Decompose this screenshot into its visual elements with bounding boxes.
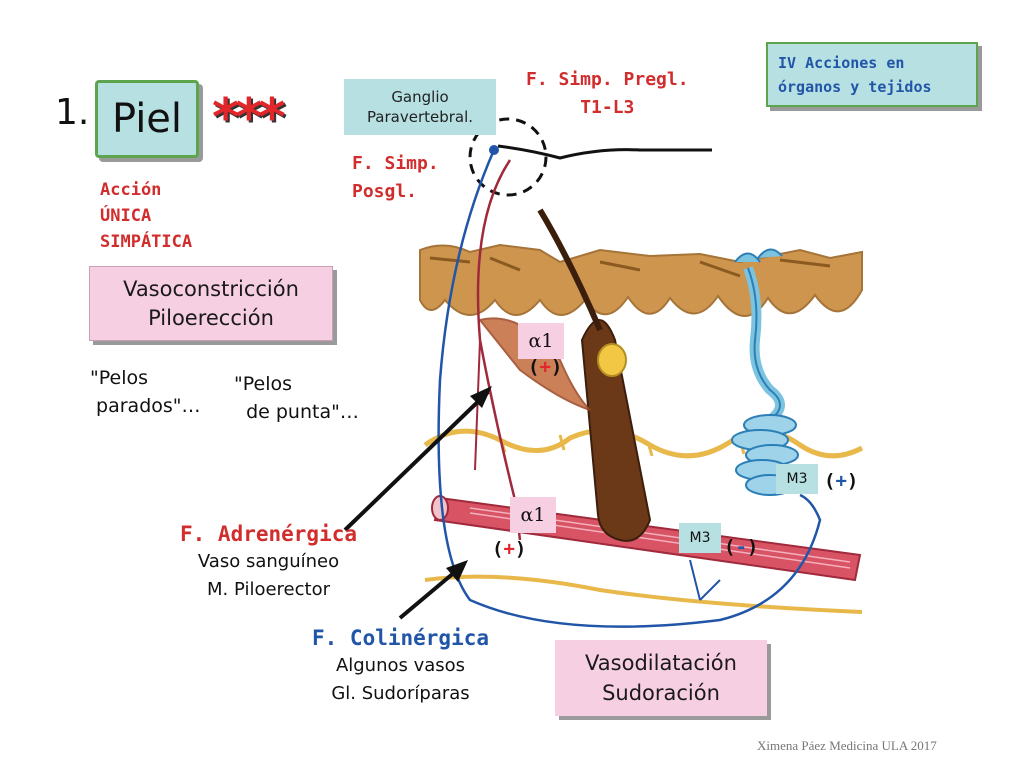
accion-line: ÚNICA bbox=[100, 206, 152, 226]
label-line: F. Simp. bbox=[352, 153, 439, 174]
m3-receptor-label: M3 bbox=[776, 464, 818, 494]
sign-plus: (+) bbox=[824, 470, 858, 492]
vasoconstriccion-box: Vasoconstricción Piloerección bbox=[89, 266, 333, 341]
epidermis-band bbox=[419, 243, 863, 317]
postganglionic-fiber-blue bbox=[437, 149, 822, 628]
pelos-parados-text: "Pelos parados"… bbox=[90, 364, 201, 420]
author-credit: Ximena Páez Medicina ULA 2017 bbox=[757, 738, 937, 753]
ganglio-line: Ganglio bbox=[391, 88, 449, 106]
box-line: Piloerección bbox=[148, 305, 274, 330]
alpha1-receptor-label: α1 bbox=[518, 323, 564, 359]
fibra-title: F. Adrenérgica bbox=[180, 522, 358, 546]
vasodilatacion-box: Vasodilatación Sudoración bbox=[555, 640, 767, 716]
accion-line: SIMPÁTICA bbox=[100, 232, 193, 252]
title-label: Piel bbox=[111, 96, 183, 142]
slide-number: 1. bbox=[55, 92, 90, 133]
sign-plus: (+) bbox=[528, 356, 562, 378]
fibra-line: Gl. Sudoríparas bbox=[331, 683, 470, 704]
fibra-line: M. Piloerector bbox=[207, 579, 330, 600]
fibra-title: F. Colinérgica bbox=[312, 626, 490, 650]
paren: ( bbox=[492, 538, 504, 560]
preganglionic-fiber bbox=[497, 144, 712, 160]
label-line: Posgl. bbox=[352, 181, 418, 202]
arrow-colinergica bbox=[398, 564, 464, 620]
section-line: órganos y tejidos bbox=[778, 77, 932, 96]
ganglio-box: Ganglio Paravertebral. bbox=[344, 79, 496, 135]
sign-minus: (-) bbox=[724, 536, 758, 558]
label-line: F. Simp. Pregl. bbox=[526, 69, 689, 90]
plus-sign: + bbox=[503, 538, 515, 560]
pelos-line: "Pelos bbox=[90, 367, 149, 389]
paren: ) bbox=[746, 536, 759, 558]
plus-sign: + bbox=[835, 470, 847, 492]
label-line: T1-L3 bbox=[580, 97, 635, 118]
ganglion-circle bbox=[468, 117, 548, 197]
section-box: IV Acciones en órganos y tejidos bbox=[766, 42, 978, 107]
fibra-line: Vaso sanguíneo bbox=[197, 551, 340, 572]
plus-sign: + bbox=[539, 356, 551, 378]
accion-line: Acción bbox=[100, 180, 162, 200]
arrow-adrenergica bbox=[343, 390, 490, 532]
m3-receptor-label: M3 bbox=[679, 523, 721, 553]
box-line: Sudoración bbox=[602, 681, 720, 705]
sign-plus: (+) bbox=[492, 538, 526, 560]
fibra-adrenergica-label: F. Adrenérgica Vaso sanguíneo M. Piloere… bbox=[180, 520, 357, 604]
pelos-line: "Pelos bbox=[234, 373, 293, 395]
minus-sign: - bbox=[735, 536, 747, 558]
title-box: Piel bbox=[95, 80, 199, 158]
fibra-line: Algunos vasos bbox=[335, 655, 466, 676]
paren: ( bbox=[528, 356, 540, 378]
section-line: IV Acciones en bbox=[778, 53, 905, 72]
paren: ( bbox=[724, 536, 736, 558]
pelos-de-punta-text: "Pelos de punta"… bbox=[234, 370, 359, 426]
paren: ( bbox=[824, 470, 836, 492]
alpha1-receptor-label: α1 bbox=[510, 497, 556, 533]
fibra-simpatica-posganglionar: F. Simp. Posgl. bbox=[352, 150, 439, 206]
fibra-colinergica-label: F. Colinérgica Algunos vasos Gl. Sudoríp… bbox=[312, 624, 489, 708]
paren: ) bbox=[550, 356, 563, 378]
box-line: Vasodilatación bbox=[585, 651, 737, 675]
fibra-simpatica-preganglionar: F. Simp. Pregl. T1-L3 bbox=[526, 66, 689, 122]
dermis-line-2 bbox=[424, 574, 863, 614]
pelos-line: parados"… bbox=[90, 395, 201, 417]
pelos-line: de punta"… bbox=[234, 401, 359, 423]
paren: ) bbox=[846, 470, 859, 492]
paren: ) bbox=[514, 538, 527, 560]
hair-shaft bbox=[537, 208, 603, 332]
box-line: Vasoconstricción bbox=[123, 276, 299, 301]
accion-text: Acción ÚNICA SIMPÁTICA bbox=[100, 177, 192, 255]
hair-follicle bbox=[580, 319, 652, 542]
ganglio-line: Paravertebral. bbox=[366, 108, 474, 126]
importance-stars: *** bbox=[212, 88, 286, 148]
